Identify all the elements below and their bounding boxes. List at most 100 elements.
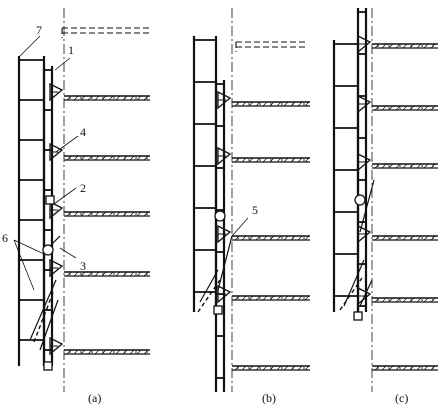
slab-hatch (262, 295, 268, 301)
slab-aggregate (248, 237, 250, 239)
slab-aggregate (259, 237, 261, 239)
slab-aggregate (146, 97, 148, 99)
slab-hatch (94, 211, 100, 217)
floor-slab (232, 235, 310, 241)
label-1: 1 (68, 43, 74, 57)
slab-aggregate (388, 107, 390, 109)
slab-hatch (108, 95, 114, 101)
climbing-frame (356, 8, 368, 312)
slab-hatch (136, 211, 142, 217)
slab-hatch (136, 155, 142, 161)
floor-slab (64, 155, 150, 161)
slab-hatch (129, 349, 135, 355)
slab-hatch (297, 295, 303, 301)
slab-hatch (381, 365, 387, 371)
slab-hatch (381, 105, 387, 111)
slab-hatch (136, 271, 142, 277)
slab-hatch (101, 95, 107, 101)
slab-hatch (115, 155, 121, 161)
slab-aggregate (432, 45, 434, 47)
roof-outline (61, 27, 150, 38)
slab-hatch (402, 297, 408, 303)
slab-hatch (283, 365, 289, 371)
slab-aggregate (135, 351, 137, 353)
slab-aggregate (135, 97, 137, 99)
slab-aggregate (113, 157, 115, 159)
slab-aggregate (270, 159, 272, 161)
roof-outline (235, 41, 308, 52)
slab-aggregate (410, 45, 412, 47)
label-3: 3 (80, 259, 86, 273)
slab-hatch (80, 349, 86, 355)
wall-bracket (49, 200, 64, 220)
slab-hatch (283, 101, 289, 107)
slab-hatch (416, 297, 422, 303)
slab-hatch (423, 163, 429, 169)
slab-aggregate (410, 107, 412, 109)
wall-bracket (217, 146, 232, 166)
slab-hatch (395, 43, 401, 49)
slab-hatch (297, 365, 303, 371)
floor-slab (232, 101, 310, 107)
slab-aggregate (146, 157, 148, 159)
slab-hatch (374, 235, 380, 241)
slab-aggregate (303, 297, 305, 299)
slab-hatch (101, 271, 107, 277)
slab-aggregate (399, 367, 401, 369)
slab-hatch (283, 157, 289, 163)
label-4: 4 (80, 125, 86, 139)
slab-aggregate (421, 367, 423, 369)
slab-aggregate (102, 157, 104, 159)
slab-hatch (395, 365, 401, 371)
slab-hatch (409, 297, 415, 303)
label-2: 2 (80, 181, 86, 195)
slab-hatch (73, 95, 79, 101)
slab-aggregate (281, 103, 283, 105)
slab-aggregate (248, 297, 250, 299)
slab-hatch (129, 95, 135, 101)
slab-aggregate (80, 157, 82, 159)
slab-hatch (129, 271, 135, 277)
slab-aggregate (124, 213, 126, 215)
slab-hatch (409, 163, 415, 169)
slab-hatch (374, 43, 380, 49)
wall-bracket (217, 224, 232, 244)
slab-hatch (304, 365, 310, 371)
slab-hatch (416, 163, 422, 169)
slab-aggregate (270, 297, 272, 299)
slab-hatch (269, 365, 275, 371)
floor-slab (64, 349, 150, 355)
slab-hatch (423, 365, 429, 371)
slab-hatch (297, 101, 303, 107)
wall-bracket (357, 152, 372, 172)
slab-aggregate (69, 97, 71, 99)
slab-aggregate (124, 273, 126, 275)
slab-aggregate (281, 237, 283, 239)
hoist-chain (33, 289, 55, 343)
slab-aggregate (388, 299, 390, 301)
slab-aggregate (388, 45, 390, 47)
slab-aggregate (421, 107, 423, 109)
slab-hatch (87, 155, 93, 161)
slab-aggregate (292, 159, 294, 161)
floor-slab (232, 295, 310, 301)
slab-hatch (234, 295, 240, 301)
slab-aggregate (292, 237, 294, 239)
slab-hatch (94, 155, 100, 161)
slab-aggregate (303, 237, 305, 239)
slab-hatch (409, 43, 415, 49)
floor-slab (372, 235, 438, 241)
slab-aggregate (113, 273, 115, 275)
slab-hatch (255, 295, 261, 301)
slab-hatch (248, 157, 254, 163)
slab-hatch (143, 95, 149, 101)
slab-aggregate (146, 351, 148, 353)
slab-hatch (248, 101, 254, 107)
slab-hatch (262, 157, 268, 163)
callout-leaders (13, 35, 249, 291)
slab-hatch (381, 43, 387, 49)
slab-aggregate (237, 159, 239, 161)
slab-aggregate (377, 165, 379, 167)
slab-hatch (115, 271, 121, 277)
slab-hatch (388, 105, 394, 111)
